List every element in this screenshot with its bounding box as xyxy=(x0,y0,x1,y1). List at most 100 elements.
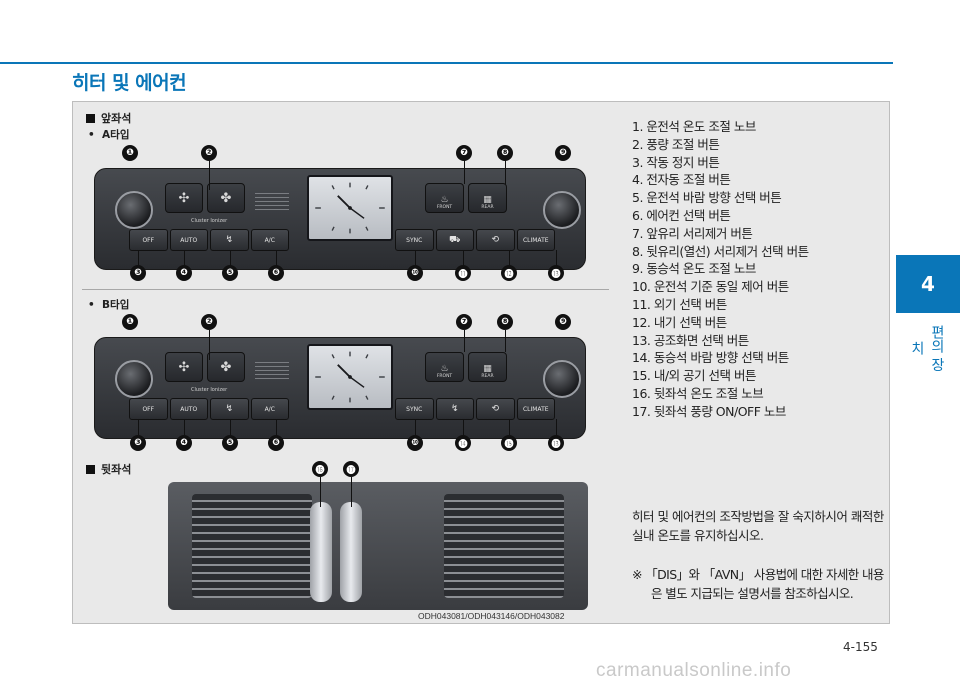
climate-button[interactable]: CLIMATE xyxy=(516,398,555,420)
car-outside-air-icon: ⛟ xyxy=(449,234,461,245)
driver-temp-knob[interactable] xyxy=(115,360,153,398)
legend-item: 6. 에어컨 선택 버튼 xyxy=(632,207,731,223)
fan-speed-buttons: ✣ ✤ xyxy=(165,352,245,382)
leader-line xyxy=(556,419,557,435)
auto-button[interactable]: AUTO xyxy=(169,229,208,251)
callout-9: ❾ xyxy=(555,145,571,161)
callout-13: ⓭ xyxy=(548,435,564,451)
legend-item: 8. 뒷유리(열선) 서리제거 선택 버튼 xyxy=(632,243,809,259)
callout-15: ⓯ xyxy=(501,435,517,451)
reference-note: ※ 「DIS」와 「AVN」 사용법에 대한 자세한 내용 은 별도 지급되는 … xyxy=(632,567,884,601)
air-intake-button[interactable]: ⟲ xyxy=(476,398,515,420)
callout-10: ❿ xyxy=(407,265,423,281)
fresh-air-button[interactable]: ⛟ xyxy=(435,229,474,251)
callout-12: ⓬ xyxy=(501,265,517,281)
leader-line xyxy=(509,250,510,266)
rear-defrost-button[interactable]: ▦REAR xyxy=(468,352,507,382)
callout-7: ❼ xyxy=(456,145,472,161)
chapter-tab[interactable]: 4 xyxy=(896,255,960,313)
leader-line xyxy=(415,250,416,266)
callout-13: ⓭ xyxy=(548,265,564,281)
legend-item: 15. 내/외 공기 선택 버튼 xyxy=(632,368,757,384)
defrost-icon: ♨ xyxy=(440,364,449,374)
driver-air-direction-button[interactable]: ↯ xyxy=(210,398,249,420)
fan-down-button[interactable]: ✣ xyxy=(165,183,203,213)
callout-2: ❷ xyxy=(201,314,217,330)
passenger-temp-knob[interactable] xyxy=(543,360,581,398)
off-button[interactable]: OFF xyxy=(129,229,168,251)
passenger-temp-knob[interactable] xyxy=(543,191,581,229)
callout-11: ⓫ xyxy=(455,265,471,281)
front-defrost-button[interactable]: ♨FRONT xyxy=(425,183,464,213)
header-rule xyxy=(0,62,893,64)
front-defrost-button[interactable]: ♨FRONT xyxy=(425,352,464,382)
car-recirc-icon: ⟲ xyxy=(491,404,500,414)
rear-defrost-button[interactable]: ▦REAR xyxy=(468,183,507,213)
rear-seat-vent-photo xyxy=(168,482,588,610)
rear-temp-knob[interactable] xyxy=(310,502,332,602)
defrost-icon: ♨ xyxy=(440,195,449,205)
callout-14: ⓮ xyxy=(455,435,471,451)
defrost-buttons: ♨FRONT ▦REAR xyxy=(425,352,507,382)
ac-button[interactable]: A/C xyxy=(250,229,289,251)
fan-icon: ✣ xyxy=(178,190,190,206)
rear-defrost-icon: ▦ xyxy=(483,195,492,205)
climate-button[interactable]: CLIMATE xyxy=(516,229,555,251)
leader-line xyxy=(230,250,231,266)
callout-4: ❹ xyxy=(176,265,192,281)
vent-grille xyxy=(255,193,289,211)
legend-list: 1. 운전석 온도 조절 노브 2. 풍량 조절 버튼 3. 작동 정지 버튼 … xyxy=(632,118,882,421)
fan-up-button[interactable]: ✤ xyxy=(207,183,245,213)
recirculation-button[interactable]: ⟲ xyxy=(476,229,515,251)
page-title: 히터 및 에어컨 xyxy=(72,72,187,94)
page-number: 4-155 xyxy=(843,640,878,654)
off-button[interactable]: OFF xyxy=(129,398,168,420)
legend-item: 3. 작동 정지 버튼 xyxy=(632,154,720,170)
climate-panel-type-b: ✣ ✤ Cluster Ionizer ♨FRONT ▦REAR OFF AUT… xyxy=(94,337,586,439)
bottom-buttons-left: OFF AUTO ↯ A/C xyxy=(129,229,289,251)
section-divider xyxy=(82,289,609,290)
leader-line xyxy=(463,250,464,266)
clock-face xyxy=(315,182,385,234)
passenger-air-direction-button[interactable]: ↯ xyxy=(435,398,474,420)
legend-item: 5. 운전석 바람 방향 선택 버튼 xyxy=(632,190,782,206)
fan-up-button[interactable]: ✤ xyxy=(207,352,245,382)
vent-grille xyxy=(255,362,289,380)
callout-8: ❽ xyxy=(497,145,513,161)
leader-line xyxy=(276,419,277,435)
legend-item: 10. 운전석 기준 동일 제어 버튼 xyxy=(632,279,789,295)
leader-line xyxy=(209,330,210,360)
callout-1: ❶ xyxy=(122,314,138,330)
callout-8: ❽ xyxy=(497,314,513,330)
analog-clock xyxy=(307,344,393,410)
rear-defrost-icon: ▦ xyxy=(483,364,492,374)
legend-item: 7. 앞유리 서리제거 버튼 xyxy=(632,225,753,241)
front-seat-label: 앞좌석 xyxy=(86,110,131,126)
leader-line xyxy=(184,250,185,266)
rear-fan-knob[interactable] xyxy=(340,502,362,602)
legend-item: 11. 외기 선택 버튼 xyxy=(632,296,727,312)
legend-item: 9. 동승석 온도 조절 노브 xyxy=(632,261,756,277)
leader-line xyxy=(320,477,321,507)
fan-icon: ✤ xyxy=(220,359,232,375)
clock-face xyxy=(315,351,385,403)
ac-button[interactable]: A/C xyxy=(250,398,289,420)
legend-item: 13. 공조화면 선택 버튼 xyxy=(632,332,749,348)
analog-clock xyxy=(307,175,393,241)
fan-down-button[interactable]: ✣ xyxy=(165,352,203,382)
legend-item: 16. 뒷좌석 온도 조절 노브 xyxy=(632,385,764,401)
sync-button[interactable]: SYNC xyxy=(395,229,434,251)
driver-air-direction-button[interactable]: ↯ xyxy=(210,229,249,251)
legend-item: 14. 동승석 바람 방향 선택 버튼 xyxy=(632,350,789,366)
image-id: ODH043081/ODH043146/ODH043082 xyxy=(418,611,565,621)
driver-temp-knob[interactable] xyxy=(115,191,153,229)
callout-3: ❸ xyxy=(130,435,146,451)
leader-line xyxy=(415,419,416,435)
car-recirc-icon: ⟲ xyxy=(491,235,500,245)
leader-line xyxy=(464,160,465,184)
auto-button[interactable]: AUTO xyxy=(169,398,208,420)
legend-item: 17. 뒷좌석 풍량 ON/OFF 노브 xyxy=(632,403,786,419)
callout-6: ❻ xyxy=(268,435,284,451)
ionizer-label: Cluster Ionizer xyxy=(191,218,228,224)
sync-button[interactable]: SYNC xyxy=(395,398,434,420)
